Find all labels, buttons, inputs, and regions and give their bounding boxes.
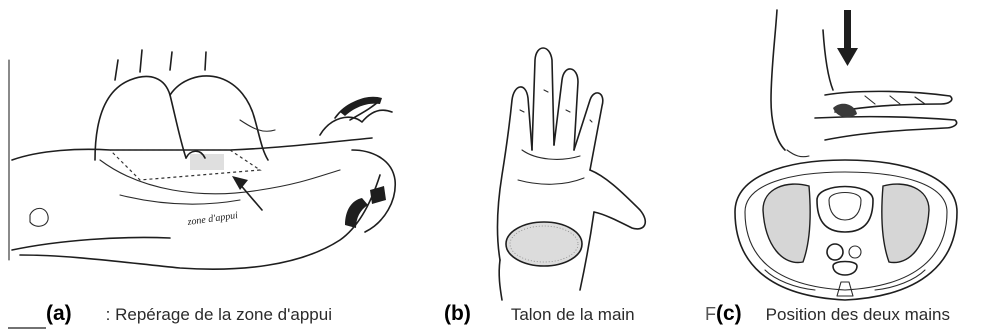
illustration-landmarking: zone d'appui bbox=[0, 0, 425, 334]
panel-a-landmarking: zone d'appui (a) : Repérage de la zone d… bbox=[0, 0, 425, 334]
illustration-heel-of-hand bbox=[440, 0, 690, 334]
caption-text-c: Position des deux mains bbox=[766, 305, 950, 325]
caption-b: (b) Talon de la main bbox=[444, 302, 635, 326]
panel-c-two-hands-position: F (c) Position des deux mains bbox=[705, 0, 991, 334]
caption-a-underline bbox=[0, 0, 60, 334]
panel-letter-c: (c) bbox=[716, 302, 742, 326]
panel-letter-b: (b) bbox=[444, 302, 471, 326]
handwritten-zone-label: zone d'appui bbox=[186, 210, 239, 228]
stray-glyph: F bbox=[705, 304, 716, 325]
caption-a: (a) : Repérage de la zone d'appui bbox=[46, 302, 332, 326]
caption-text-b: Talon de la main bbox=[511, 305, 635, 325]
caption-c: F (c) Position des deux mains bbox=[705, 302, 950, 326]
caption-text-a: : Repérage de la zone d'appui bbox=[106, 305, 332, 325]
illustration-two-hands-cross-section bbox=[705, 0, 991, 334]
panel-b-heel-of-hand: (b) Talon de la main bbox=[440, 0, 690, 334]
